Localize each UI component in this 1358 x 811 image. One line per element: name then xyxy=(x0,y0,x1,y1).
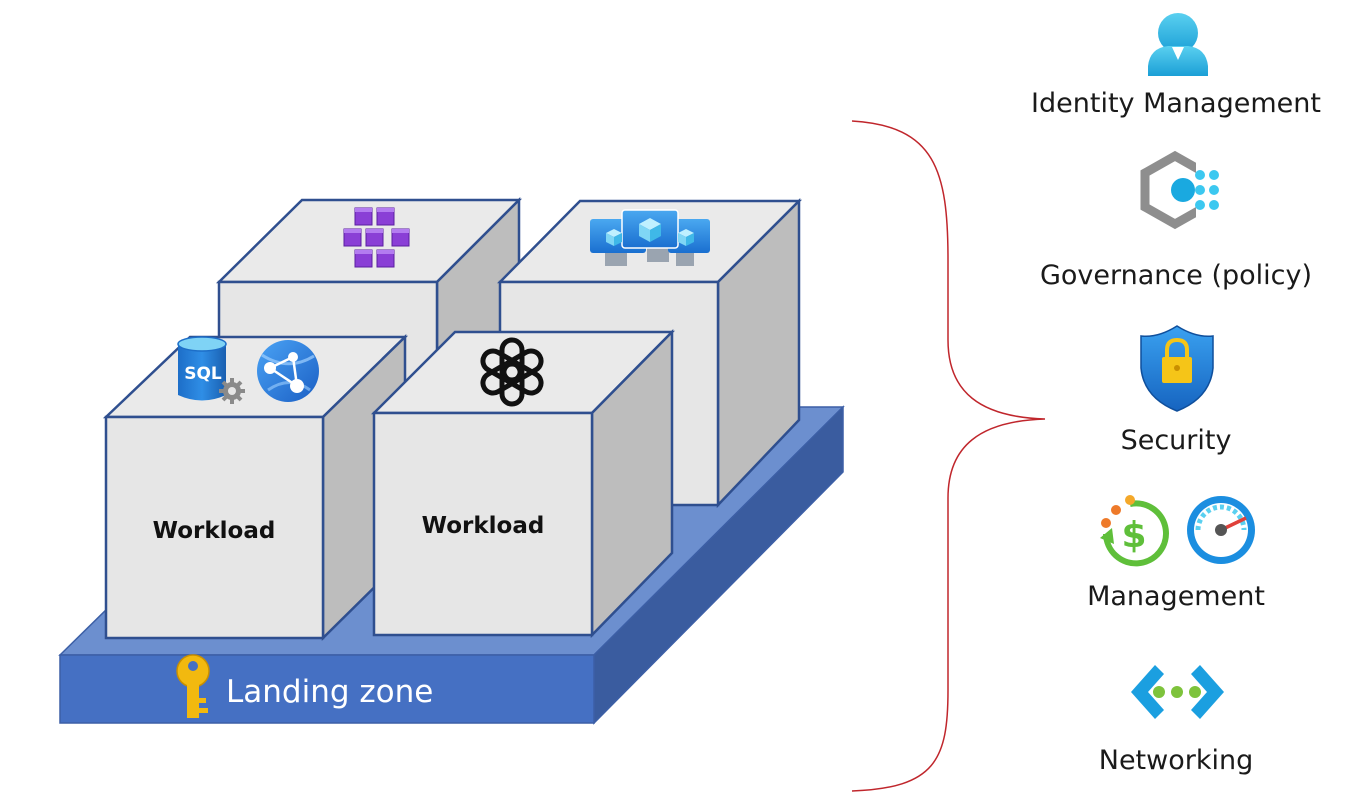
user-icon xyxy=(1148,13,1208,76)
identity-management-label: Identity Management xyxy=(1031,88,1321,119)
svg-text:$: $ xyxy=(1121,515,1146,556)
platform-front-face xyxy=(59,654,595,724)
monitor-gauge-icon xyxy=(1187,496,1255,564)
sql-database-icon: SQL xyxy=(177,336,245,404)
openai-icon xyxy=(480,337,544,407)
network-icon xyxy=(1131,665,1224,719)
management-label: Management xyxy=(1087,581,1265,612)
svg-text:SQL: SQL xyxy=(184,364,222,384)
workload-label: Workload xyxy=(422,513,545,539)
cost-management-icon: $ xyxy=(1100,495,1169,567)
networking-label: Networking xyxy=(1099,745,1254,776)
virtual-machines-icon xyxy=(590,209,710,266)
landing-zone-label: Landing zone xyxy=(226,674,433,710)
workload-label: Workload xyxy=(153,518,276,544)
key-icon xyxy=(176,654,210,718)
workload-box-left: Workload SQL xyxy=(102,334,409,641)
shield-lock-icon xyxy=(1140,325,1214,412)
brace xyxy=(851,120,1046,792)
workload-box-right: Workload xyxy=(370,328,675,639)
governance-label: Governance (policy) xyxy=(1040,260,1312,291)
security-label: Security xyxy=(1121,425,1232,456)
app-service-icon xyxy=(257,340,319,402)
container-instances-icon xyxy=(343,207,410,268)
policy-icon xyxy=(1140,150,1219,230)
